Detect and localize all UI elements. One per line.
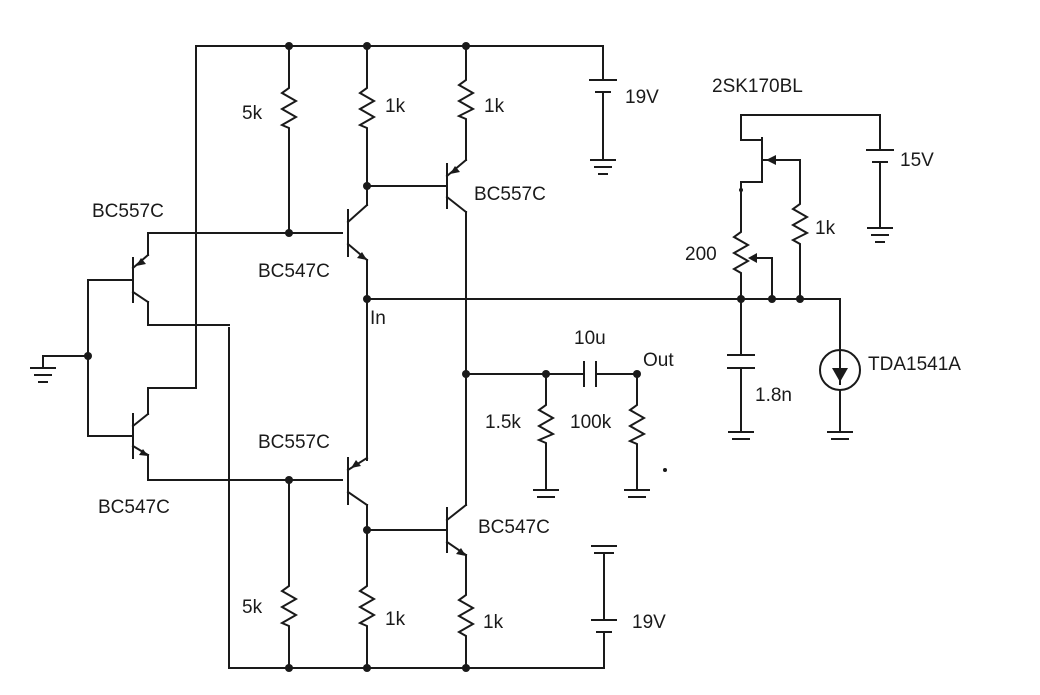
- label-2sk170bl: 2SK170BL: [712, 76, 803, 97]
- ground-symbol: [624, 489, 650, 498]
- label-10u: 10u: [574, 328, 606, 349]
- junction-dots: [84, 42, 804, 672]
- label-19v-bottom: 19V: [632, 612, 666, 633]
- label-bc547c-bottom-right: BC547C: [478, 517, 550, 538]
- label-100k: 100k: [570, 412, 612, 433]
- resistor-1-5k: [536, 399, 556, 445]
- label-1k-top-right: 1k: [484, 96, 505, 117]
- transistor-bc557c-left: [131, 253, 150, 304]
- label-5k-top: 5k: [242, 103, 263, 124]
- transistor-bc557c-top: [445, 158, 468, 214]
- label-5k-bottom: 5k: [242, 597, 263, 618]
- label-bc557c-left: BC557C: [92, 201, 164, 222]
- label-bc557c-top-right: BC557C: [474, 184, 546, 205]
- label-out: Out: [643, 350, 674, 371]
- battery-19v-bottom: [591, 545, 617, 633]
- label-15v: 15V: [900, 150, 934, 171]
- resistor-1k-top-right: [456, 74, 476, 123]
- label-in: In: [370, 308, 386, 329]
- resistor-5k-bottom: [279, 579, 299, 633]
- resistor-1k-bottom-right: [456, 589, 476, 641]
- wires: [42, 45, 881, 669]
- label-1-8n: 1.8n: [755, 385, 792, 406]
- label-1k-jfet: 1k: [815, 218, 836, 239]
- capacitor-10u: [583, 361, 597, 387]
- transistor-bc547c-left: [131, 387, 150, 459]
- transistor-bc547c-top: [346, 203, 369, 262]
- label-1k-top-mid: 1k: [385, 96, 406, 117]
- component-labels: 5k 1k 1k 19V BC557C BC547C BC557C In BC5…: [92, 76, 961, 633]
- potentiometer-200: [731, 225, 757, 279]
- label-bc547c-left: BC547C: [98, 497, 170, 518]
- current-source-tda1541a: [819, 349, 861, 391]
- capacitor-1-8n: [727, 354, 755, 369]
- battery-15v: [866, 149, 894, 243]
- label-bc547c-top-mid: BC547C: [258, 261, 330, 282]
- ground-symbol: [827, 431, 853, 440]
- resistor-1k-jfet: [790, 197, 810, 249]
- label-tda1541a: TDA1541A: [868, 354, 961, 375]
- label-1k-bottom-mid: 1k: [385, 609, 406, 630]
- ground-symbol: [30, 367, 56, 383]
- transistor-bc547c-bottom: [445, 503, 468, 557]
- resistor-5k-top: [279, 81, 299, 135]
- transistor-bc557c-bottom: [346, 456, 369, 507]
- battery-19v-top: [589, 79, 617, 175]
- label-19v-top: 19V: [625, 87, 659, 108]
- jfet-2sk170bl: [740, 137, 776, 183]
- ground-symbol: [533, 489, 559, 498]
- resistor-1k-bottom-mid: [357, 579, 377, 633]
- label-bc557c-bottom-mid: BC557C: [258, 432, 330, 453]
- resistor-100k: [627, 399, 647, 447]
- label-1-5k: 1.5k: [485, 412, 521, 433]
- ground-symbol: [728, 431, 754, 440]
- resistor-1k-top-mid: [357, 81, 377, 135]
- label-200: 200: [685, 244, 717, 265]
- label-1k-bottom-right: 1k: [483, 612, 504, 633]
